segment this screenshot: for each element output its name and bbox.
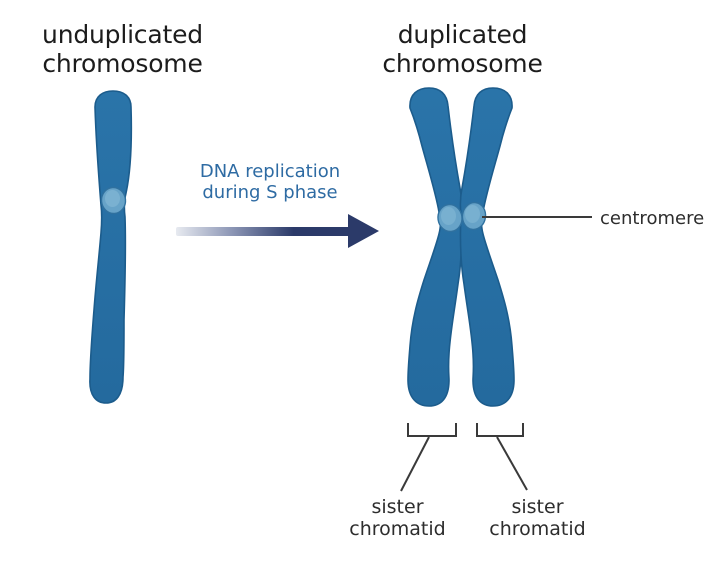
unduplicated-title-line1: unduplicated [42, 20, 203, 49]
duplicated-centromere-left-highlight [441, 207, 456, 225]
left-chromatid-bracket [407, 423, 457, 437]
duplicated-chromosome-figure [407, 87, 515, 407]
sister-left-line1: sister [371, 496, 424, 518]
right-chromatid-pointer-line [496, 436, 528, 491]
sister-right-line1: sister [511, 496, 564, 518]
unduplicated-chromosome-body [89, 90, 133, 404]
unduplicated-title-line2: chromosome [42, 49, 203, 78]
centromere-label: centromere [600, 208, 705, 229]
left-chromatid-pointer-line [400, 436, 430, 492]
replication-arrow-shaft [176, 227, 349, 236]
replication-label-line2: during S phase [202, 182, 338, 203]
unduplicated-chromosome-title: unduplicated chromosome [25, 20, 220, 78]
sister-right-line2: chromatid [489, 518, 586, 540]
sister-chromatid-label-right: sister chromatid [465, 496, 610, 540]
unduplicated-chromosome-figure [89, 90, 133, 404]
sister-left-line2: chromatid [349, 518, 446, 540]
replication-arrow-label: DNA replication during S phase [180, 161, 360, 203]
replication-arrow-head-icon [348, 214, 379, 248]
duplicated-title-line1: duplicated [397, 20, 528, 49]
sister-chromatid-label-left: sister chromatid [325, 496, 470, 540]
replication-label-line1: DNA replication [199, 161, 341, 182]
duplicated-centromere-right-highlight [465, 205, 480, 223]
duplicated-title-line2: chromosome [382, 49, 543, 78]
right-chromatid-bracket [476, 423, 524, 437]
unduplicated-centromere-highlight [105, 190, 120, 207]
duplicated-chromosome-title: duplicated chromosome [365, 20, 560, 78]
